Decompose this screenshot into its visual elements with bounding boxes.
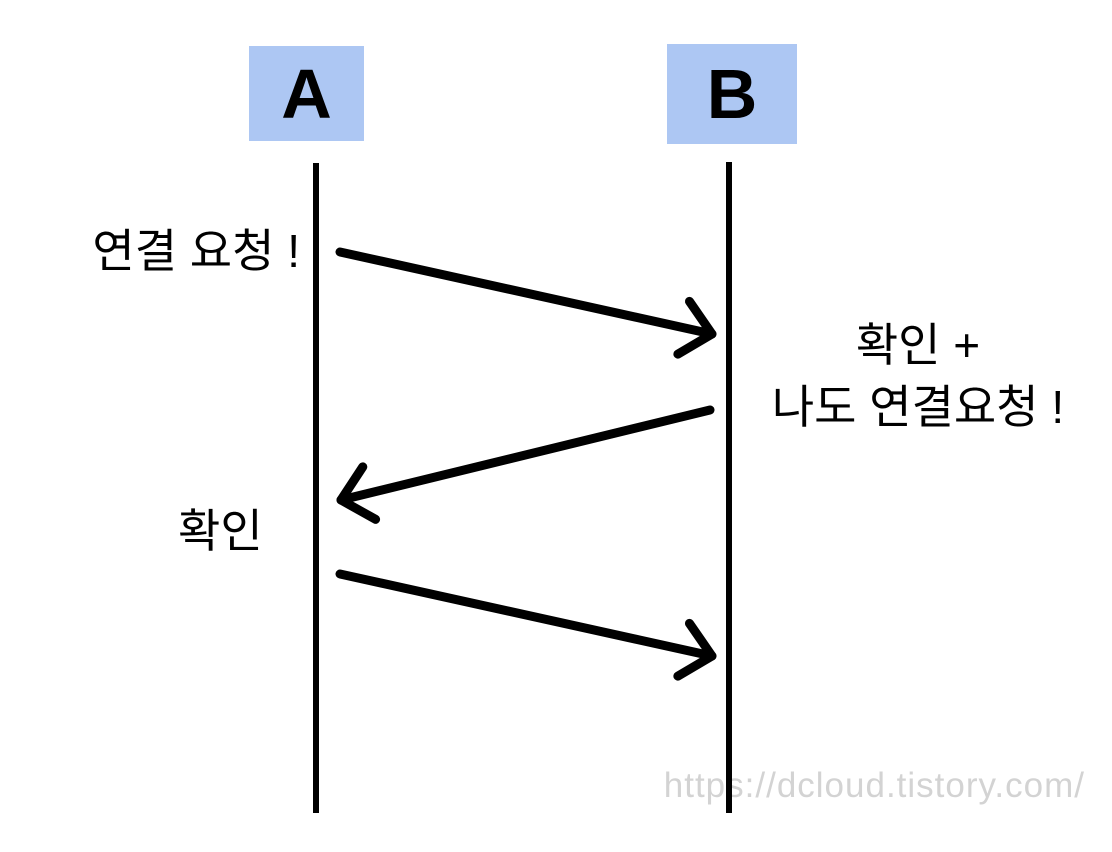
message-1-label: 연결 요청 !	[92, 225, 300, 277]
message-2-label-line2: 나도 연결요청 !	[771, 381, 1065, 433]
node-a-label: A	[281, 54, 332, 133]
node-a-box: A	[249, 46, 364, 141]
watermark-url: https://dcloud.tistory.com/	[663, 766, 1085, 805]
message-2-label-line1: 확인 +	[855, 319, 981, 371]
node-b-box: B	[667, 44, 797, 144]
node-b-label: B	[706, 55, 758, 133]
arrow-right-icon	[335, 247, 717, 359]
message-3-label: 확인	[178, 505, 263, 557]
arrow-left-icon	[336, 405, 715, 524]
message-2-label: 확인 + 나도 연결요청 !	[748, 314, 1088, 438]
arrow-right-icon	[335, 569, 717, 681]
